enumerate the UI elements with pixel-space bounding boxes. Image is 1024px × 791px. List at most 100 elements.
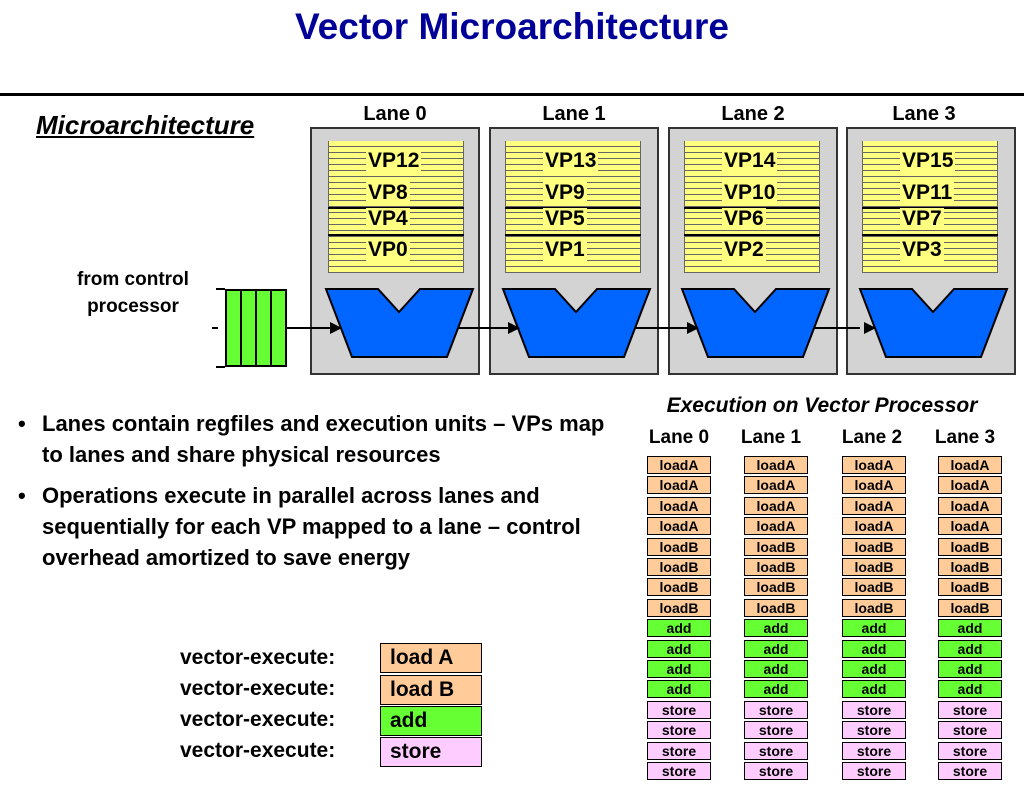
exec-cell-loadB: loadB [842, 558, 906, 576]
vp-label: VP12 [366, 149, 422, 172]
vp-label: VP0 [366, 238, 410, 261]
vp-label: VP8 [366, 181, 410, 204]
exec-cell-loadB: loadB [744, 558, 808, 576]
vp-label: VP10 [722, 181, 778, 204]
lane-label-2: Lane 2 [721, 103, 785, 125]
exec-cell-loadA: loadA [744, 456, 808, 474]
exec-cell-loadB: loadB [938, 538, 1002, 556]
exec-cell-loadA: loadA [938, 517, 1002, 535]
vp-label: VP2 [722, 238, 766, 261]
exec-cell-loadA: loadA [647, 476, 711, 494]
exec-cell-store: store [938, 701, 1002, 719]
alu-lane-0 [324, 288, 475, 358]
exec-cell-add: add [647, 619, 711, 637]
vp-label: VP1 [543, 238, 587, 261]
exec-cell-loadA: loadA [744, 476, 808, 494]
op-box-load-a: load A [380, 643, 482, 673]
bullet-text: Lanes contain regfiles and execution uni… [42, 411, 605, 467]
exec-cell-store: store [647, 701, 711, 719]
regfile-lane-0: VP12 VP8 VP4 VP0 [328, 141, 464, 273]
exec-cell-store: store [842, 721, 906, 739]
exec-cell-store: store [647, 762, 711, 780]
arrow-into-alu-2 [687, 322, 699, 334]
exec-cell-loadA: loadA [842, 456, 906, 474]
vp-label: VP13 [543, 149, 599, 172]
alu-lane-2 [680, 288, 831, 358]
bullet-item: •Lanes contain regfiles and execution un… [18, 411, 605, 467]
lane-label-0: Lane 0 [363, 103, 427, 125]
exec-cell-loadA: loadA [744, 497, 808, 515]
bullet-text: Operations execute in parallel across la… [42, 483, 581, 570]
exec-cell-loadA: loadA [744, 517, 808, 535]
lane-label-3: Lane 3 [892, 103, 956, 125]
microarchitecture-heading: Microarchitecture [36, 110, 255, 140]
exec-cell-add: add [744, 660, 808, 678]
regfile-lane-3: VP15 VP11 VP7 VP3 [862, 141, 998, 273]
title-divider [0, 93, 1024, 96]
exec-cell-loadB: loadB [938, 558, 1002, 576]
exec-cell-add: add [938, 619, 1002, 637]
exec-cell-loadB: loadB [744, 538, 808, 556]
page-title: Vector Microarchitecture [295, 6, 729, 47]
exec-cell-add: add [744, 680, 808, 698]
exec-cell-add: add [744, 640, 808, 658]
vp-label: VP15 [900, 149, 956, 172]
exec-cell-add: add [647, 640, 711, 658]
exec-cell-store: store [647, 742, 711, 760]
exec-cell-loadA: loadA [842, 476, 906, 494]
vp-label: VP5 [543, 207, 587, 230]
exec-cell-loadB: loadB [744, 599, 808, 617]
exec-cell-loadB: loadB [744, 578, 808, 596]
exec-cell-add: add [842, 619, 906, 637]
exec-cell-loadA: loadA [842, 517, 906, 535]
exec-cell-loadB: loadB [842, 578, 906, 596]
vp-label: VP9 [543, 181, 587, 204]
arrow-into-alu-0 [330, 322, 342, 334]
exec-cell-loadB: loadB [647, 538, 711, 556]
vp-label: VP7 [900, 207, 944, 230]
exec-cell-store: store [744, 762, 808, 780]
exec-cell-store: store [647, 721, 711, 739]
exec-cell-loadB: loadB [647, 558, 711, 576]
exec-cell-add: add [647, 660, 711, 678]
exec-lane-label-2: Lane 2 [841, 427, 903, 448]
exec-cell-store: store [938, 762, 1002, 780]
alu-lane-1 [501, 288, 652, 358]
op-box-load-b: load B [380, 675, 482, 705]
vp-label: VP11 [900, 181, 955, 204]
alu-lane-3 [858, 288, 1009, 358]
instruction-queue [225, 289, 287, 367]
exec-cell-loadA: loadA [647, 517, 711, 535]
exec-cell-loadB: loadB [938, 578, 1002, 596]
exec-cell-loadB: loadB [647, 578, 711, 596]
exec-cell-store: store [744, 742, 808, 760]
exec-cell-store: store [938, 721, 1002, 739]
exec-cell-loadA: loadA [938, 476, 1002, 494]
exec-cell-store: store [842, 742, 906, 760]
vp-label: VP4 [366, 207, 410, 230]
exec-cell-loadA: loadA [842, 497, 906, 515]
exec-cell-add: add [744, 619, 808, 637]
exec-cell-add: add [842, 680, 906, 698]
vp-label: VP6 [722, 207, 766, 230]
regfile-lane-2: VP14 VP10 VP6 VP2 [684, 141, 820, 273]
exec-cell-loadA: loadA [938, 456, 1002, 474]
exec-cell-add: add [647, 680, 711, 698]
op-box-add: add [380, 706, 482, 736]
vector-execute-label: vector-execute: [180, 708, 336, 731]
exec-lane-label-0: Lane 0 [648, 427, 710, 448]
bullet-item: •Operations execute in parallel across l… [18, 483, 581, 570]
exec-cell-add: add [938, 680, 1002, 698]
exec-lane-label-1: Lane 1 [740, 427, 802, 448]
execution-title: Execution on Vector Processor [666, 394, 978, 417]
exec-cell-store: store [744, 721, 808, 739]
exec-cell-add: add [842, 660, 906, 678]
arrow-into-alu-3 [864, 322, 876, 334]
vector-execute-label: vector-execute: [180, 739, 336, 762]
from-control-processor-label: from control processor [77, 269, 189, 317]
exec-cell-loadB: loadB [842, 538, 906, 556]
exec-cell-add: add [938, 660, 1002, 678]
bullet-list: •Lanes contain regfiles and execution un… [16, 408, 616, 583]
exec-cell-store: store [938, 742, 1002, 760]
exec-cell-loadA: loadA [647, 497, 711, 515]
